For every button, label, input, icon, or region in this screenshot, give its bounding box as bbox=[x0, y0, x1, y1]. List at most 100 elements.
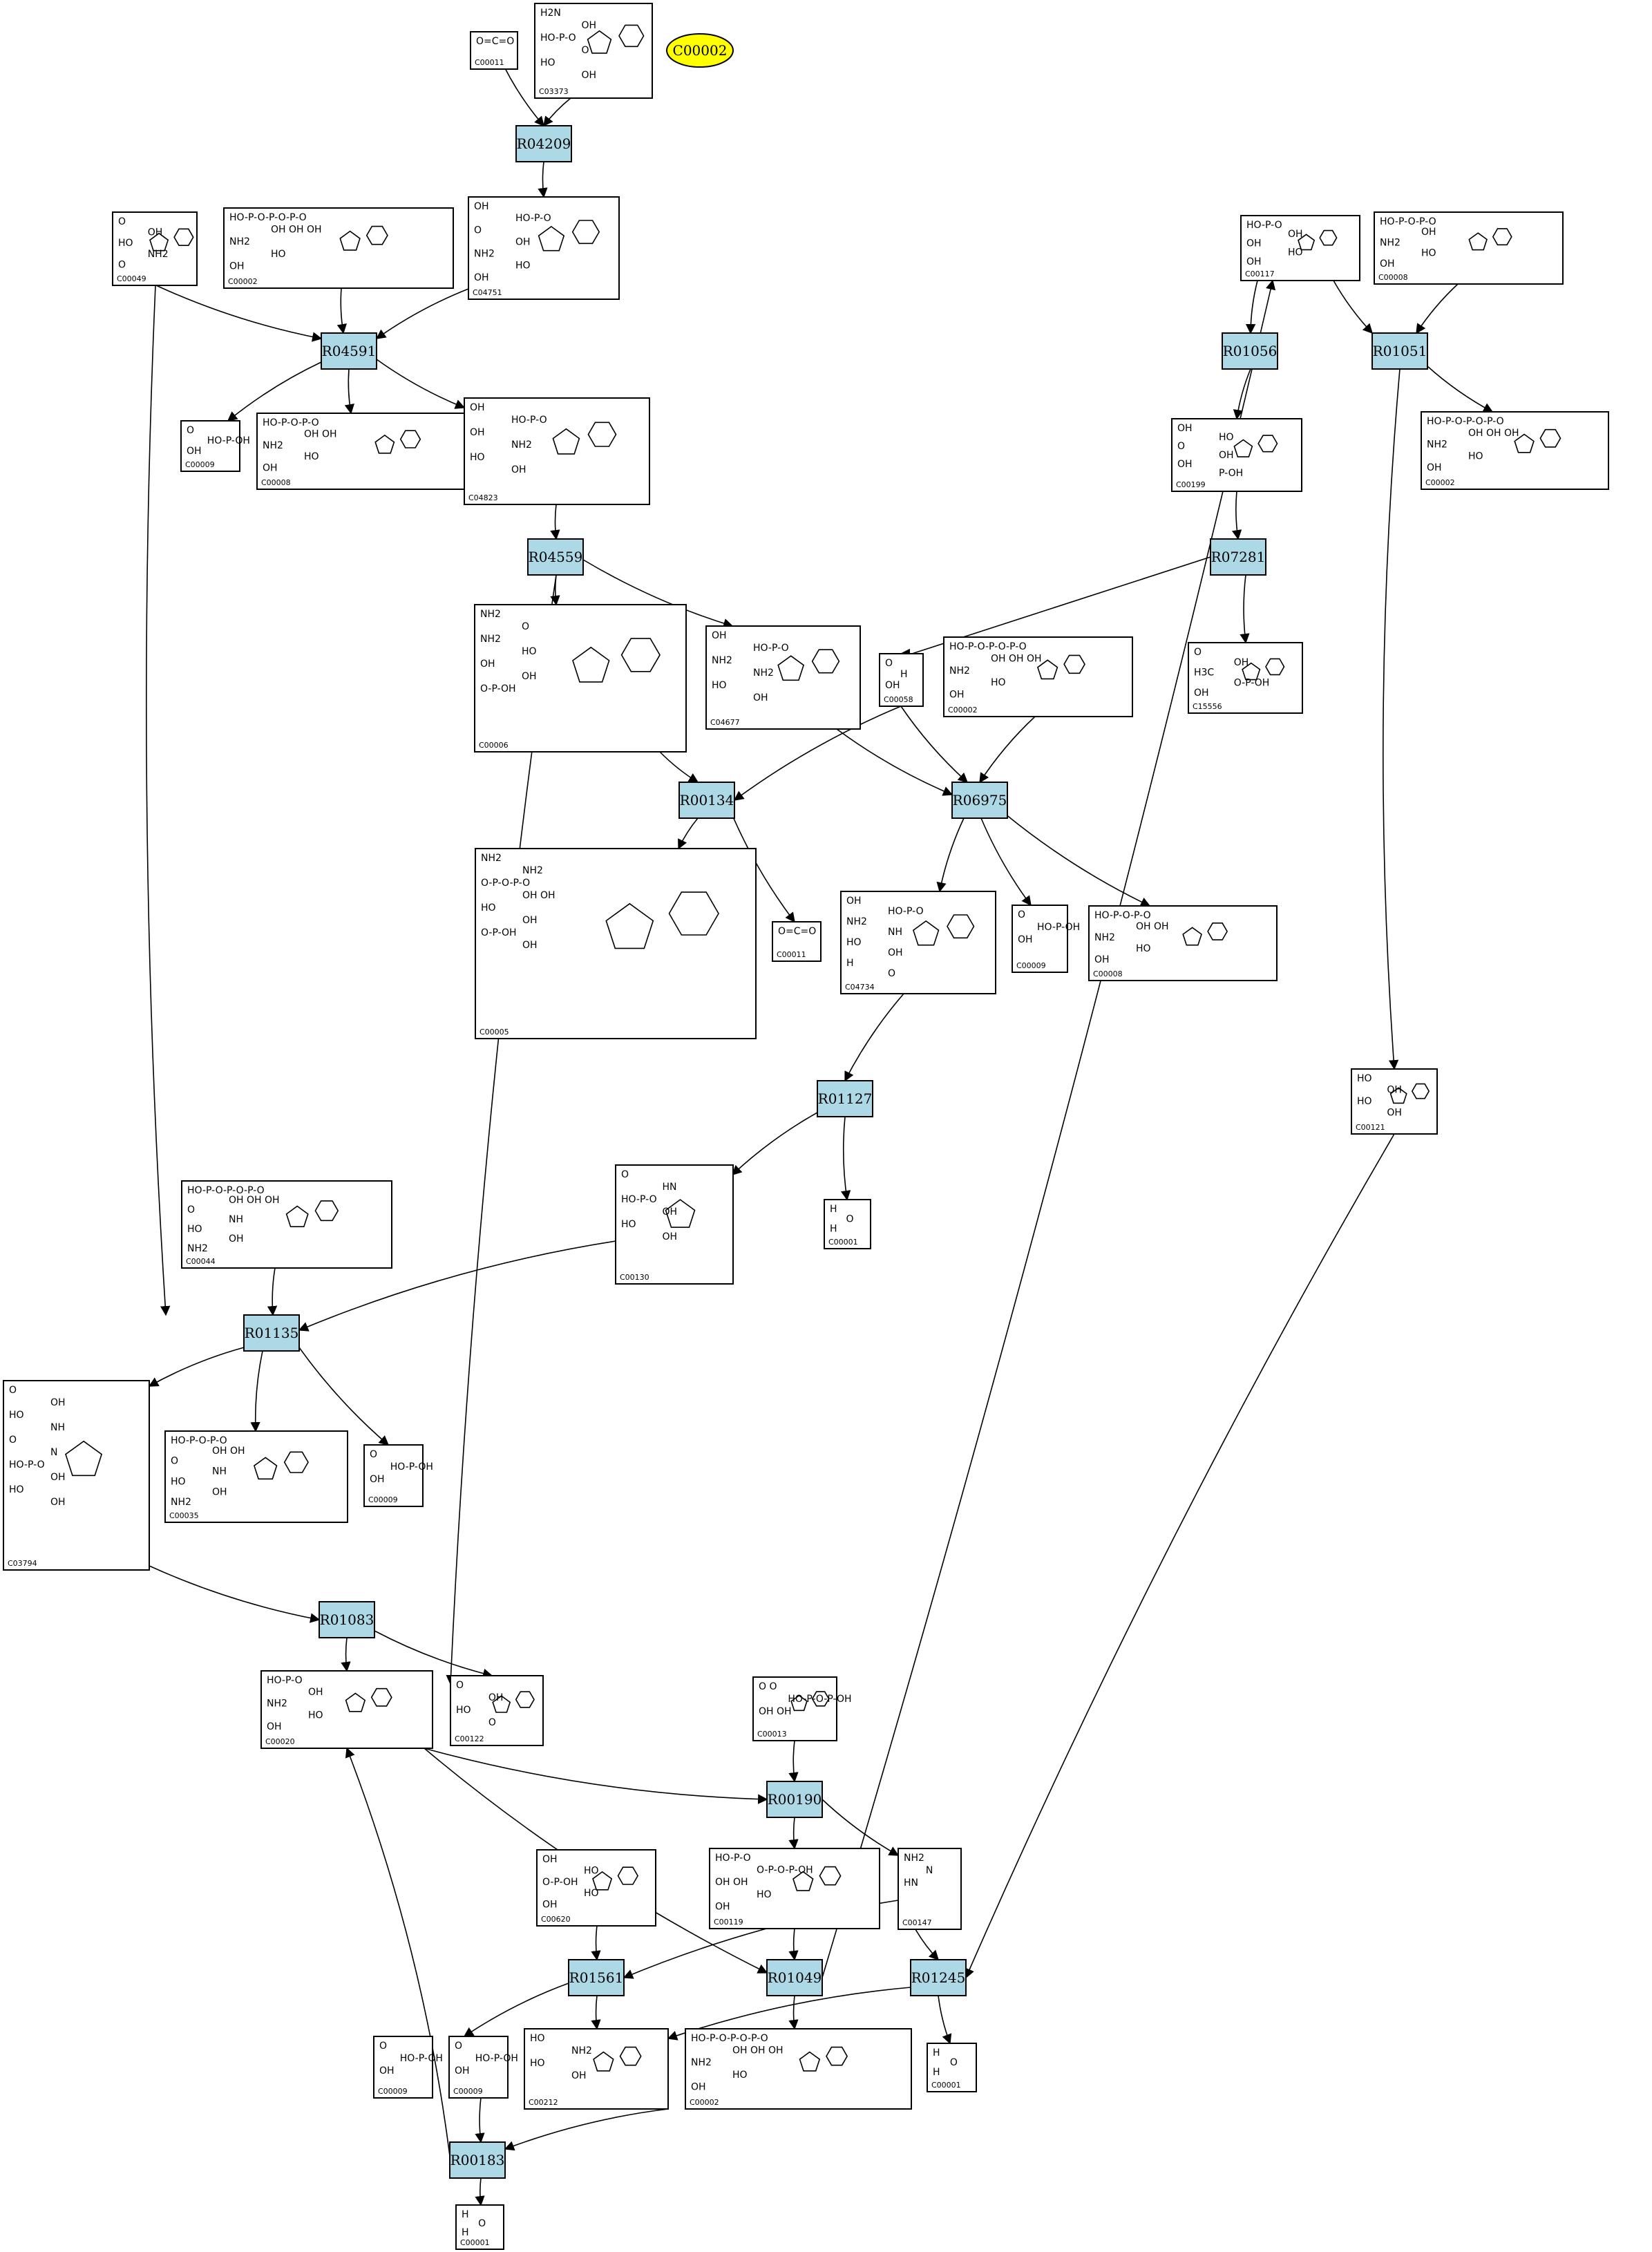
compound-box[interactable] bbox=[363, 1444, 424, 1507]
compound-box[interactable] bbox=[536, 1849, 656, 1927]
reaction-box[interactable] bbox=[243, 1314, 300, 1352]
compound-box[interactable] bbox=[1012, 905, 1068, 973]
compound-box[interactable] bbox=[709, 1848, 880, 1929]
compound-box[interactable] bbox=[824, 1199, 871, 1249]
compound-box[interactable] bbox=[260, 1670, 433, 1749]
compound-box[interactable] bbox=[685, 2028, 912, 2110]
compound-box[interactable] bbox=[223, 207, 454, 289]
reaction-node-r01083[interactable]: R01083 bbox=[319, 1601, 375, 1638]
reaction-node-r06975[interactable]: R06975 bbox=[951, 782, 1008, 819]
compound-box[interactable] bbox=[470, 31, 518, 70]
reaction-box[interactable] bbox=[568, 1959, 625, 1996]
reaction-node-r01056[interactable]: R01056 bbox=[1222, 332, 1278, 370]
reaction-node-r00134[interactable]: R00134 bbox=[678, 782, 735, 819]
reaction-box[interactable] bbox=[1371, 332, 1428, 370]
compound-box[interactable] bbox=[373, 2036, 433, 2099]
compound-box[interactable] bbox=[879, 653, 924, 707]
compound-box[interactable] bbox=[1088, 905, 1278, 981]
compound-box[interactable] bbox=[468, 196, 620, 300]
compound-box[interactable] bbox=[1374, 211, 1564, 285]
reaction-box[interactable] bbox=[817, 1080, 873, 1117]
compound-box[interactable] bbox=[450, 1675, 544, 1746]
compound-box[interactable] bbox=[474, 604, 687, 753]
compound-box[interactable] bbox=[180, 420, 240, 472]
reaction-node-r01127[interactable]: R01127 bbox=[817, 1080, 873, 1117]
reaction-node-r07281[interactable]: R07281 bbox=[1210, 538, 1266, 576]
compound-box[interactable] bbox=[1351, 1068, 1438, 1135]
reaction-box[interactable] bbox=[527, 538, 584, 576]
reaction-node-r04209[interactable]: R04209 bbox=[515, 125, 572, 162]
reaction-node-r04559[interactable]: R04559 bbox=[527, 538, 584, 576]
compound-box[interactable] bbox=[927, 2043, 977, 2092]
reaction-node-r01245[interactable]: R01245 bbox=[910, 1959, 967, 1996]
reaction-box[interactable] bbox=[1222, 332, 1278, 370]
compound-box[interactable] bbox=[534, 3, 653, 99]
reaction-box[interactable] bbox=[321, 332, 377, 370]
compound-box[interactable] bbox=[475, 848, 757, 1039]
compound-box[interactable] bbox=[455, 2204, 504, 2250]
compound-box[interactable] bbox=[448, 2036, 509, 2099]
reaction-node-r00190[interactable]: R00190 bbox=[766, 1781, 823, 1818]
compound-box[interactable] bbox=[840, 891, 996, 994]
reaction-box[interactable] bbox=[449, 2141, 506, 2179]
reaction-box[interactable] bbox=[678, 782, 735, 819]
reaction-box[interactable] bbox=[319, 1601, 375, 1638]
reaction-box[interactable] bbox=[910, 1959, 967, 1996]
reaction-node-r01135[interactable]: R01135 bbox=[243, 1314, 300, 1352]
compound-box[interactable] bbox=[705, 625, 861, 730]
compound-box[interactable] bbox=[752, 1676, 837, 1741]
reaction-node-r01051[interactable]: R01051 bbox=[1371, 332, 1428, 370]
reaction-node-r01561[interactable]: R01561 bbox=[568, 1959, 625, 1996]
compound-box[interactable] bbox=[1421, 411, 1609, 490]
reaction-box[interactable] bbox=[515, 125, 572, 162]
compound-box[interactable] bbox=[943, 636, 1133, 717]
compound-box[interactable] bbox=[772, 921, 822, 962]
compound-box[interactable] bbox=[615, 1164, 734, 1285]
reaction-box[interactable] bbox=[951, 782, 1008, 819]
compound-box[interactable] bbox=[256, 413, 490, 490]
compound-box[interactable] bbox=[898, 1848, 962, 1930]
compound-box[interactable] bbox=[181, 1180, 392, 1269]
reaction-box[interactable] bbox=[1210, 538, 1266, 576]
reaction-node-r00183[interactable]: R00183 bbox=[449, 2141, 506, 2179]
compound-box[interactable] bbox=[164, 1430, 348, 1523]
